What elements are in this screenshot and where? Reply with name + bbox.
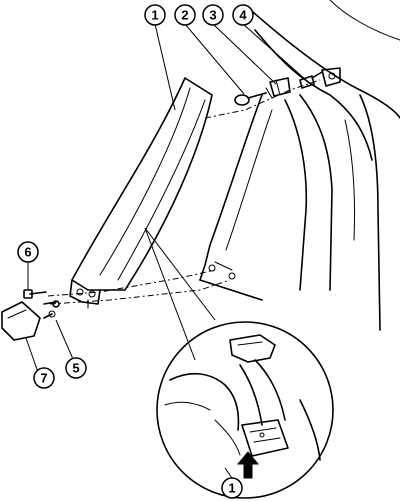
svg-text:1: 1 bbox=[228, 481, 235, 496]
lower-fasteners bbox=[23, 289, 60, 319]
svg-text:7: 7 bbox=[40, 371, 47, 386]
assembly-lines bbox=[47, 79, 321, 305]
detail-leader-lines bbox=[144, 227, 216, 361]
callout-6: 6 bbox=[17, 241, 39, 263]
callout-3: 3 bbox=[202, 4, 224, 26]
pillar-trim-panel bbox=[69, 77, 213, 309]
callout-5: 5 bbox=[65, 357, 87, 379]
callout-leaders bbox=[25, 23, 307, 379]
push-arrow-icon bbox=[236, 451, 260, 479]
svg-text:4: 4 bbox=[239, 8, 247, 23]
callout-1-top: 1 bbox=[144, 4, 166, 26]
svg-text:6: 6 bbox=[24, 245, 31, 260]
callout-4: 4 bbox=[232, 4, 254, 26]
svg-text:3: 3 bbox=[209, 8, 216, 23]
end-cover-cap bbox=[1, 301, 41, 341]
detail-view bbox=[156, 321, 334, 499]
callout-7: 7 bbox=[33, 367, 55, 389]
svg-text:1: 1 bbox=[151, 8, 158, 23]
upper-fasteners bbox=[234, 71, 323, 106]
callout-1-bottom: 1 bbox=[221, 477, 243, 499]
callout-2: 2 bbox=[174, 4, 196, 26]
svg-text:5: 5 bbox=[72, 361, 79, 376]
svg-text:2: 2 bbox=[181, 8, 188, 23]
